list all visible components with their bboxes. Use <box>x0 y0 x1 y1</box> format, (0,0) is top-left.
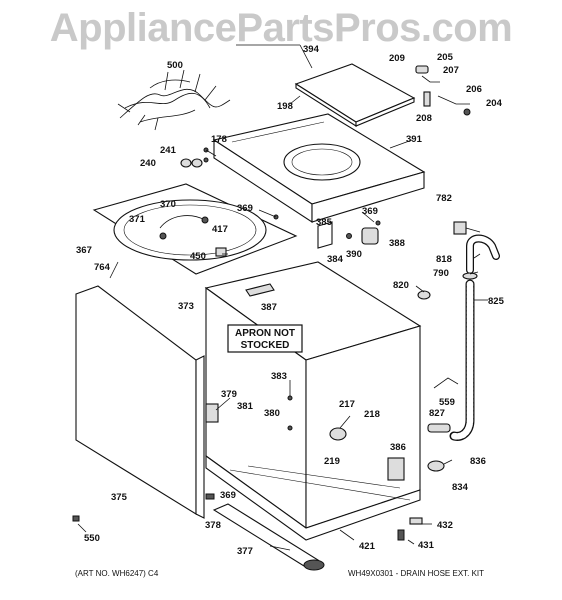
part-number: 550 <box>84 533 100 544</box>
part-number: 379 <box>221 389 237 400</box>
part-number: 218 <box>364 409 380 420</box>
hinge-parts-drawing <box>415 65 471 116</box>
part-number: 377 <box>237 546 253 557</box>
clip-parts-drawing <box>417 290 459 389</box>
part-number: 384 <box>327 254 344 265</box>
part-number-labels: 500 394 209 205 207 206 204 198 208 178 … <box>76 44 505 557</box>
part-number: 387 <box>261 302 277 313</box>
part-number: 421 <box>359 541 376 552</box>
watermark: AppliancePartsPros.com <box>49 6 513 50</box>
part-number: 388 <box>389 238 405 249</box>
part-number: 207 <box>443 65 459 76</box>
part-number: 178 <box>211 134 227 145</box>
part-number: 369 <box>362 206 378 217</box>
part-number: 559 <box>439 397 455 408</box>
apron-note-line-2: STOCKED <box>241 340 290 351</box>
part-number: 369 <box>220 490 236 501</box>
part-number: 370 <box>160 199 176 210</box>
part-number: 206 <box>466 84 482 95</box>
part-number: 827 <box>429 408 445 419</box>
part-number: 219 <box>324 456 340 467</box>
part-number: 209 <box>389 53 405 64</box>
part-number: 367 <box>76 245 92 256</box>
part-number: 205 <box>437 52 454 63</box>
part-number: 198 <box>277 101 293 112</box>
part-number: 380 <box>264 408 280 419</box>
front-panel-drawing <box>75 285 205 519</box>
switch-drawing <box>453 221 481 235</box>
part-number: 834 <box>452 482 469 493</box>
wire-harness-drawing <box>117 69 231 131</box>
part-number: 390 <box>346 249 362 260</box>
part-number: 383 <box>271 371 287 382</box>
bracket-parts-drawing <box>273 214 381 249</box>
top-cover-drawing <box>294 63 416 127</box>
part-number: 369 <box>237 203 253 214</box>
part-number: 790 <box>433 268 449 279</box>
part-number: 385 <box>316 217 333 228</box>
part-number: 782 <box>436 193 452 204</box>
part-number: 417 <box>212 224 228 235</box>
part-number: 820 <box>393 280 409 291</box>
washer-top-drawing <box>212 113 426 224</box>
art-number-caption: (ART NO. WH6247) C4 <box>75 569 159 578</box>
part-number: 204 <box>486 98 503 109</box>
part-number: 208 <box>416 113 432 124</box>
leader-lines <box>77 44 488 551</box>
tub-ring-drawing <box>92 183 298 275</box>
part-number: 378 <box>205 520 221 531</box>
part-number: 391 <box>406 134 423 145</box>
part-number: 217 <box>339 399 355 410</box>
part-number: 836 <box>470 456 486 467</box>
apron-note-box: APRON NOT STOCKED <box>227 324 303 353</box>
small-fasteners-drawing <box>180 147 209 168</box>
part-number: 764 <box>94 262 111 273</box>
part-number: 241 <box>160 145 177 156</box>
part-number: 375 <box>111 492 128 503</box>
part-number: 450 <box>190 251 206 262</box>
drain-hose-drawing <box>427 234 500 441</box>
part-number: 500 <box>167 60 183 71</box>
part-number: 431 <box>418 540 435 551</box>
part-number: 386 <box>390 442 406 453</box>
drain-hose-kit-caption: WH49X0301 - DRAIN HOSE EXT. KIT <box>348 569 484 578</box>
part-number: 381 <box>237 401 254 412</box>
part-number: 240 <box>140 158 156 169</box>
part-number: 432 <box>437 520 453 531</box>
apron-note-line-1: APRON NOT <box>235 328 295 339</box>
part-number: 371 <box>129 214 146 225</box>
part-number: 825 <box>488 296 505 307</box>
part-number: 373 <box>178 301 194 312</box>
part-number: 394 <box>303 44 320 55</box>
part-number: 818 <box>436 254 452 265</box>
